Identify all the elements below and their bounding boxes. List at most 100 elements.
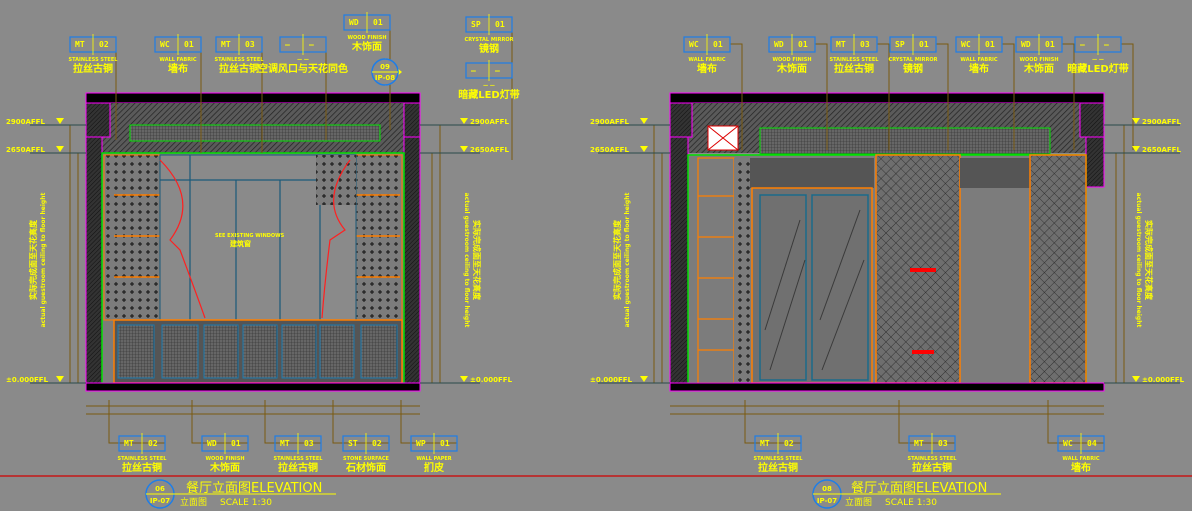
title-subtitle: 立面图 [180, 496, 207, 508]
section-number: 09 [380, 63, 390, 71]
tag-material-en: WOOD FINISH [772, 57, 811, 63]
material-tag[interactable]: — — — —暗藏LED灯带 [458, 60, 520, 160]
title-drawing-number: 08 [822, 485, 832, 493]
tag-material-en: WOOD FINISH [347, 35, 386, 41]
tag-material-cn: 暗藏LED灯带 [1067, 62, 1129, 75]
tag-number: 04 [1087, 439, 1097, 448]
tag-material-cn: 拉丝古铜 [219, 62, 259, 75]
tag-material-cn: 石材饰面 [345, 461, 386, 474]
tag-code: MT [75, 40, 85, 49]
tag-number: 01 [713, 40, 723, 49]
tag-number: 01 [985, 40, 995, 49]
height-note-en: actual guestroom ceiling to floor height [40, 193, 47, 328]
tag-number: — [495, 66, 500, 75]
tag-material-en: WOOD FINISH [205, 456, 244, 462]
tag-code: MT [280, 439, 290, 448]
title-drawing-number: 06 [155, 485, 165, 493]
level-label-left: 2900AFFL [590, 118, 629, 126]
tag-number: 03 [245, 40, 255, 49]
tag-number: 02 [372, 439, 382, 448]
tag-material-cn: 木饰面 [351, 40, 382, 53]
tag-code: WC [160, 40, 170, 49]
tag-material-cn: 拉丝古铜 [834, 62, 874, 75]
tag-material-cn: 暗藏LED灯带 [458, 88, 520, 101]
tag-material-en: CRYSTAL MIRROR [889, 57, 938, 63]
tag-code: MT [124, 439, 134, 448]
level-label-left: ±0.000FFL [590, 376, 633, 384]
tag-material-en: — — [1092, 57, 1104, 63]
level-triangle-icon [56, 376, 64, 382]
title-subtitle: 立面图 [845, 496, 872, 508]
tag-number: 03 [938, 439, 948, 448]
left-elevation: SEE EXISTING WINDOWS 建筑窗 [30, 92, 480, 415]
tag-material-en: STAINLESS STEEL [908, 456, 958, 462]
tag-code: — [1080, 40, 1085, 49]
tag-material-cn: 拉丝古铜 [73, 62, 113, 75]
tag-number: 03 [860, 40, 870, 49]
title-sheet-number: IP-07 [150, 497, 170, 505]
tag-material-cn: 拉丝古铜 [278, 461, 318, 474]
level-triangle-icon [1132, 146, 1140, 152]
tag-number: 01 [184, 40, 194, 49]
window-note-en: SEE EXISTING WINDOWS [215, 233, 285, 239]
height-note-cn: 实际完成面至天花高度 [472, 220, 482, 301]
tag-material-cn: 木饰面 [1023, 62, 1054, 75]
height-note-cn: 实际完成面至天花高度 [612, 219, 622, 300]
tag-material-cn: 拉丝古铜 [122, 461, 162, 474]
level-label-left: 2900AFFL [6, 118, 45, 126]
tag-material-en: STAINLESS STEEL [754, 456, 804, 462]
tag-material-cn: 拉丝古铜 [912, 461, 952, 474]
material-tag[interactable]: — — — —暗藏LED灯带 [1067, 34, 1134, 150]
level-label-right: 2900AFFL [1142, 118, 1181, 126]
level-label-right: 2900AFFL [470, 118, 509, 126]
level-triangle-icon [460, 376, 468, 382]
tag-code: MT [836, 40, 846, 49]
level-label-right: 2650AFFL [1142, 146, 1181, 154]
tag-code: SP [471, 20, 481, 29]
material-tag[interactable]: ——— —空调风口与天花同色 [258, 34, 348, 140]
title-scale: SCALE 1:30 [885, 498, 937, 508]
tag-code: SP [895, 40, 905, 49]
tag-number: 01 [373, 18, 383, 27]
tag-code: WC [689, 40, 699, 49]
level-label-left: 2650AFFL [590, 146, 629, 154]
tag-number: — [1104, 40, 1109, 49]
tag-code: WD [349, 18, 359, 27]
tag-material-en: STAINLESS STEEL [118, 456, 168, 462]
level-triangle-icon [640, 376, 648, 382]
tag-material-en: — — [483, 83, 495, 89]
right-elevation [598, 92, 1180, 415]
tag-material-en: CRYSTAL MIRROR [465, 37, 514, 43]
height-note-en: actual guestroom ceiling to floor height [463, 193, 470, 328]
level-triangle-icon [640, 146, 648, 152]
height-note-cn: 实际完成面至天花高度 [1144, 220, 1154, 301]
tag-code: — [471, 66, 476, 75]
tag-code: MT [221, 40, 231, 49]
tag-code: — [285, 40, 290, 49]
tag-material-en: STAINLESS STEEL [830, 57, 880, 63]
section-sheet: IP-08 [375, 74, 395, 82]
tag-code: MT [914, 439, 924, 448]
